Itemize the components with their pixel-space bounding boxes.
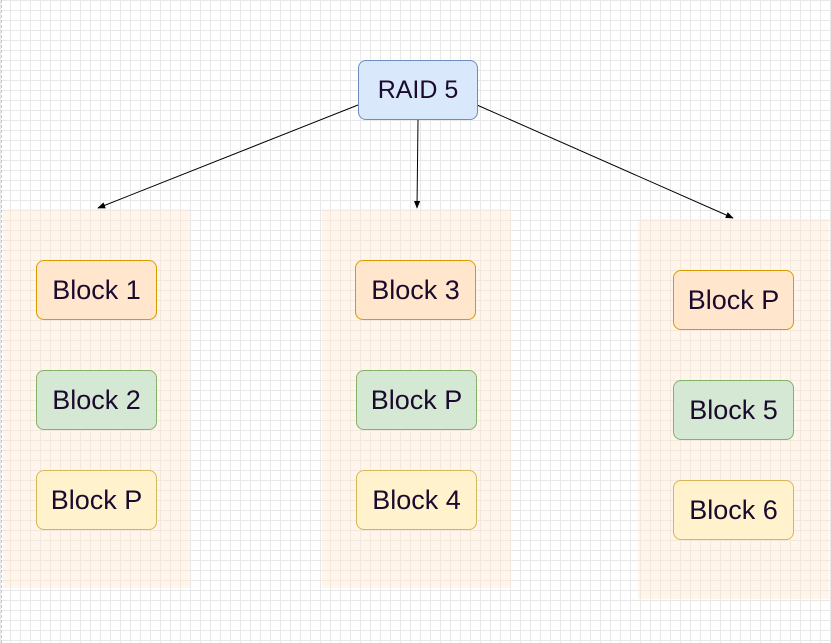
disk-1-block-3[interactable]: Block P	[36, 470, 157, 530]
disk-1-block-1[interactable]: Block 1	[36, 260, 157, 320]
disk-3-block-1[interactable]: Block P	[673, 270, 794, 330]
edge-root-to-disk-1	[97, 104, 359, 209]
disk-2-block-2[interactable]: Block P	[356, 370, 477, 430]
disk-1-block-2[interactable]: Block 2	[36, 370, 157, 430]
edge-root-to-disk-2	[413, 119, 421, 209]
disk-3-block-2[interactable]: Block 5	[673, 380, 794, 440]
disk-2-block-1[interactable]: Block 3	[355, 260, 476, 320]
disk-3-block-3[interactable]: Block 6	[673, 480, 794, 540]
page-border	[1, 0, 2, 643]
raid5-root-node[interactable]: RAID 5	[358, 60, 478, 120]
edge-root-to-disk-3	[476, 104, 734, 219]
disk-2-block-3[interactable]: Block 4	[356, 470, 477, 530]
